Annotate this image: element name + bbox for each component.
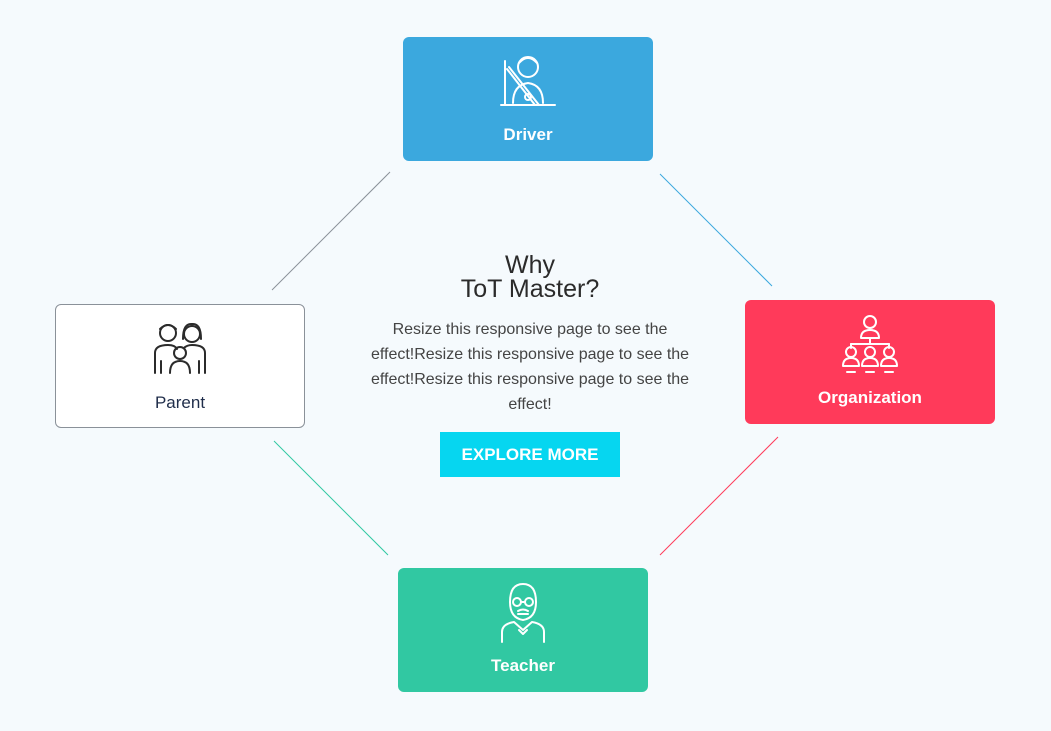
parent-label: Parent xyxy=(154,393,206,412)
organization-label: Organization xyxy=(818,388,922,407)
organization-icon xyxy=(842,315,898,373)
why-section: Why ToT Master? Resize this responsive p… xyxy=(330,250,730,477)
teacher-card[interactable]: Teacher xyxy=(398,568,648,692)
section-title-line2: ToT Master? xyxy=(460,275,600,303)
teacher-label: Teacher xyxy=(491,656,555,675)
explore-more-button[interactable]: EXPLORE MORE xyxy=(439,432,621,477)
driver-label: Driver xyxy=(503,125,553,144)
teacher-icon xyxy=(501,583,545,643)
driver-card[interactable]: Driver xyxy=(403,37,653,161)
driver-icon xyxy=(500,56,556,106)
organization-card[interactable]: Organization xyxy=(745,300,995,424)
family-icon xyxy=(154,322,206,374)
parent-card[interactable]: Parent xyxy=(55,304,305,428)
section-title-line1: Why xyxy=(505,251,555,279)
section-description: Resize this responsive page to see the e… xyxy=(370,321,690,413)
